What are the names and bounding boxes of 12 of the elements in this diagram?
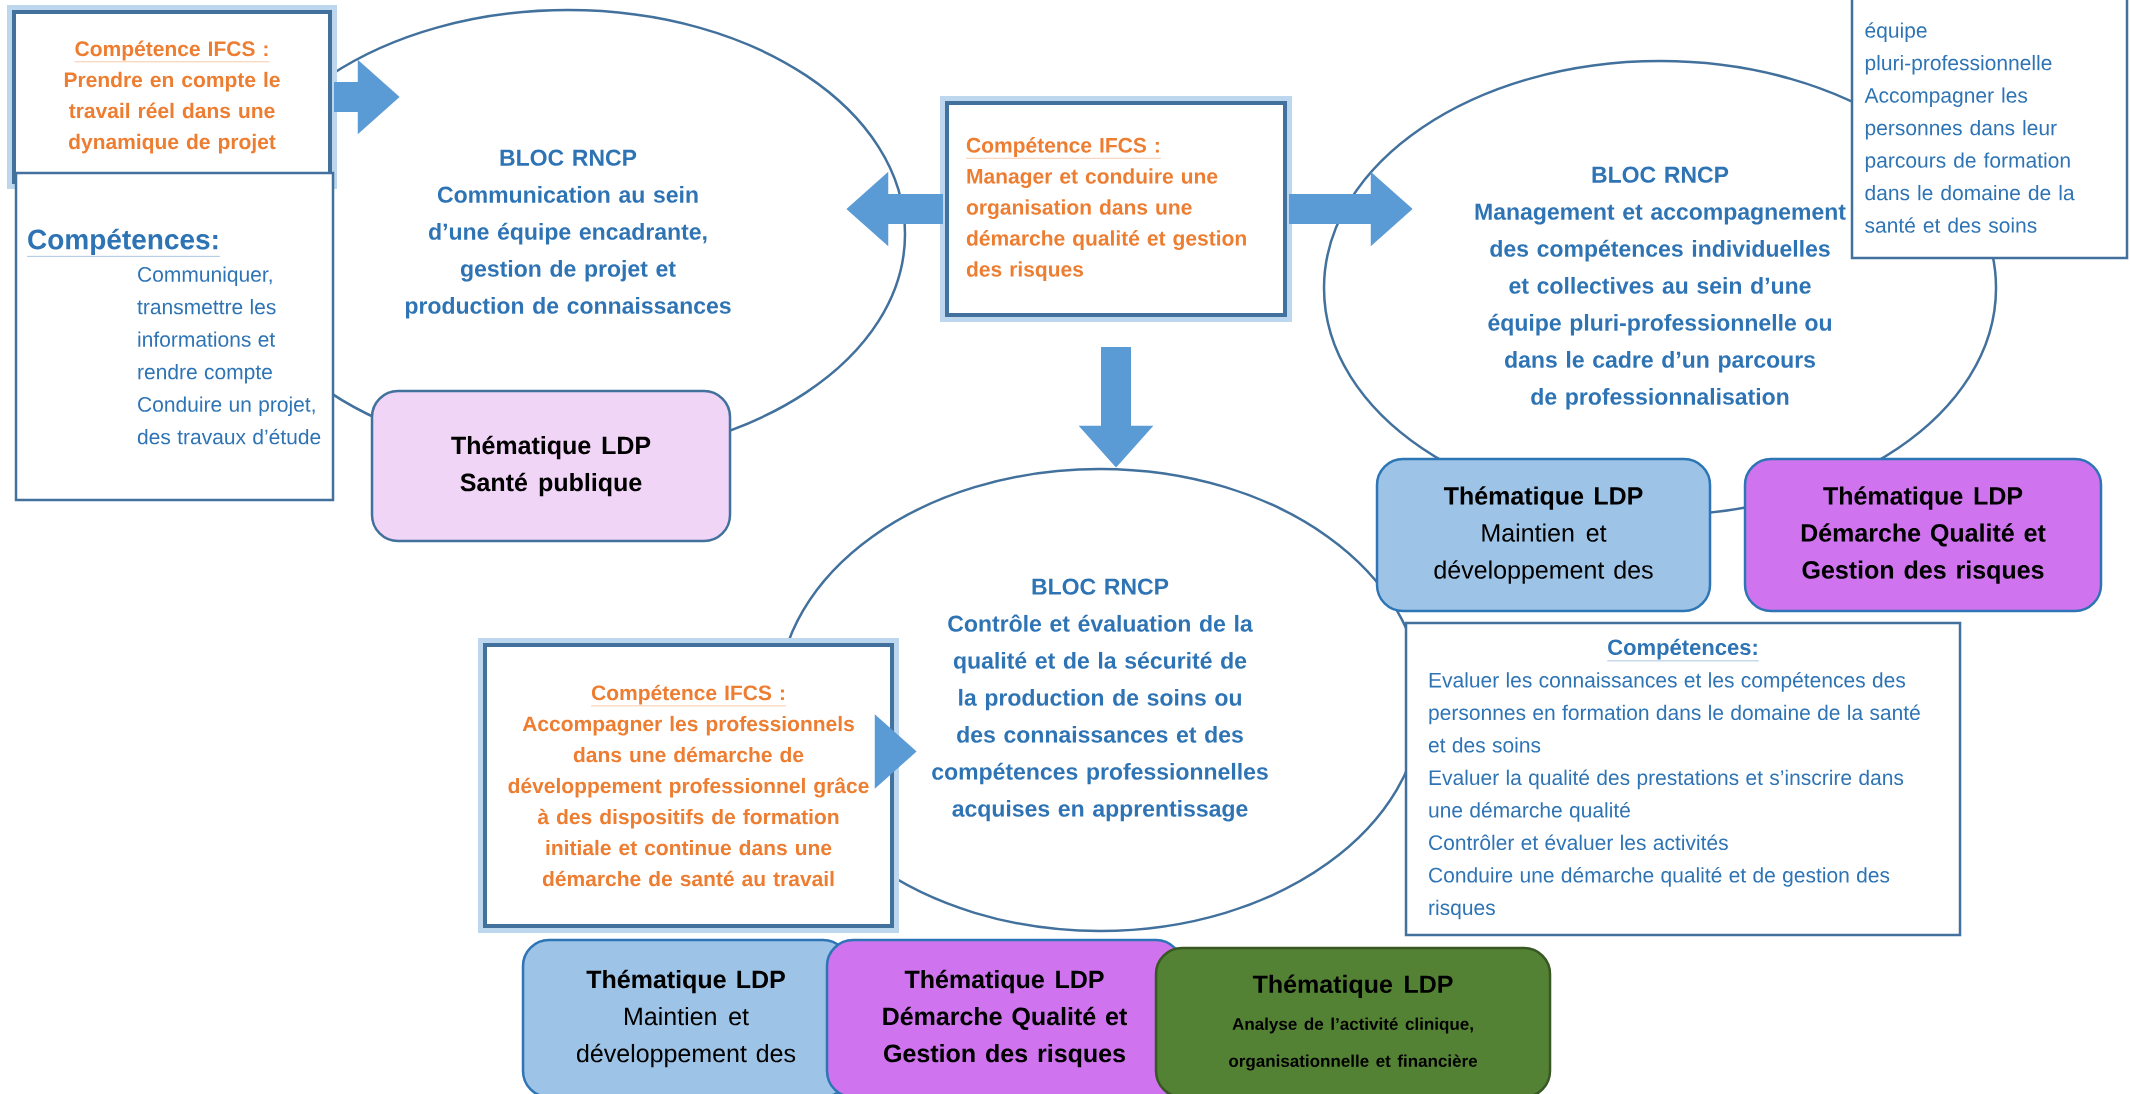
theme-box: Thématique LDP Maintien et développement des: [521, 938, 851, 1094]
theme-box: Thématique LDP Analyse de l’activité clinique, organisationnelle et financière: [1154, 946, 1552, 1094]
text-box: équipe pluri-professionnelle Accompagner les personnes dans leur parcours de formation dans le domaine de la santé et des soins: [1850, 0, 2129, 260]
competence-box: Compétence IFCS : Accompagner les professionnels dans une démarche de développement professionnel grâce à des dispositifs de formation initiale et continue dans une démarche de santé au travail: [478, 638, 899, 933]
theme-box: Thématique LDP Démarche Qualité et Gestion des risques: [825, 938, 1184, 1094]
theme-box: Thématique LDP Démarche Qualité et Gestion des risques: [1743, 457, 2103, 613]
theme-box: Thématique LDP Maintien et développement des: [1375, 457, 1712, 613]
competence-box: Compétence IFCS : Manager et conduire une organisation dans une démarche qualité et gestion des risques: [940, 96, 1292, 322]
competences-box: Compétences: Evaluer les connaissances et les compétences des personnes en formation dans le domaine de la santé et des soins Evaluer la qualité des prestations et s’inscrire dans une démarche qualité Contrôler et évaluer les activités Conduire une démarche qualité et de gestion des risques: [1404, 621, 1962, 937]
competences-box: Compétences: Communiquer, transmettre les informations et rendre compte Conduire un projet, des travaux d’étude: [14, 171, 335, 502]
competence-box: Compétence IFCS : Prendre en compte le travail réel dans une dynamique de projet: [7, 5, 337, 189]
theme-box: Thématique LDP Santé publique: [370, 389, 732, 543]
